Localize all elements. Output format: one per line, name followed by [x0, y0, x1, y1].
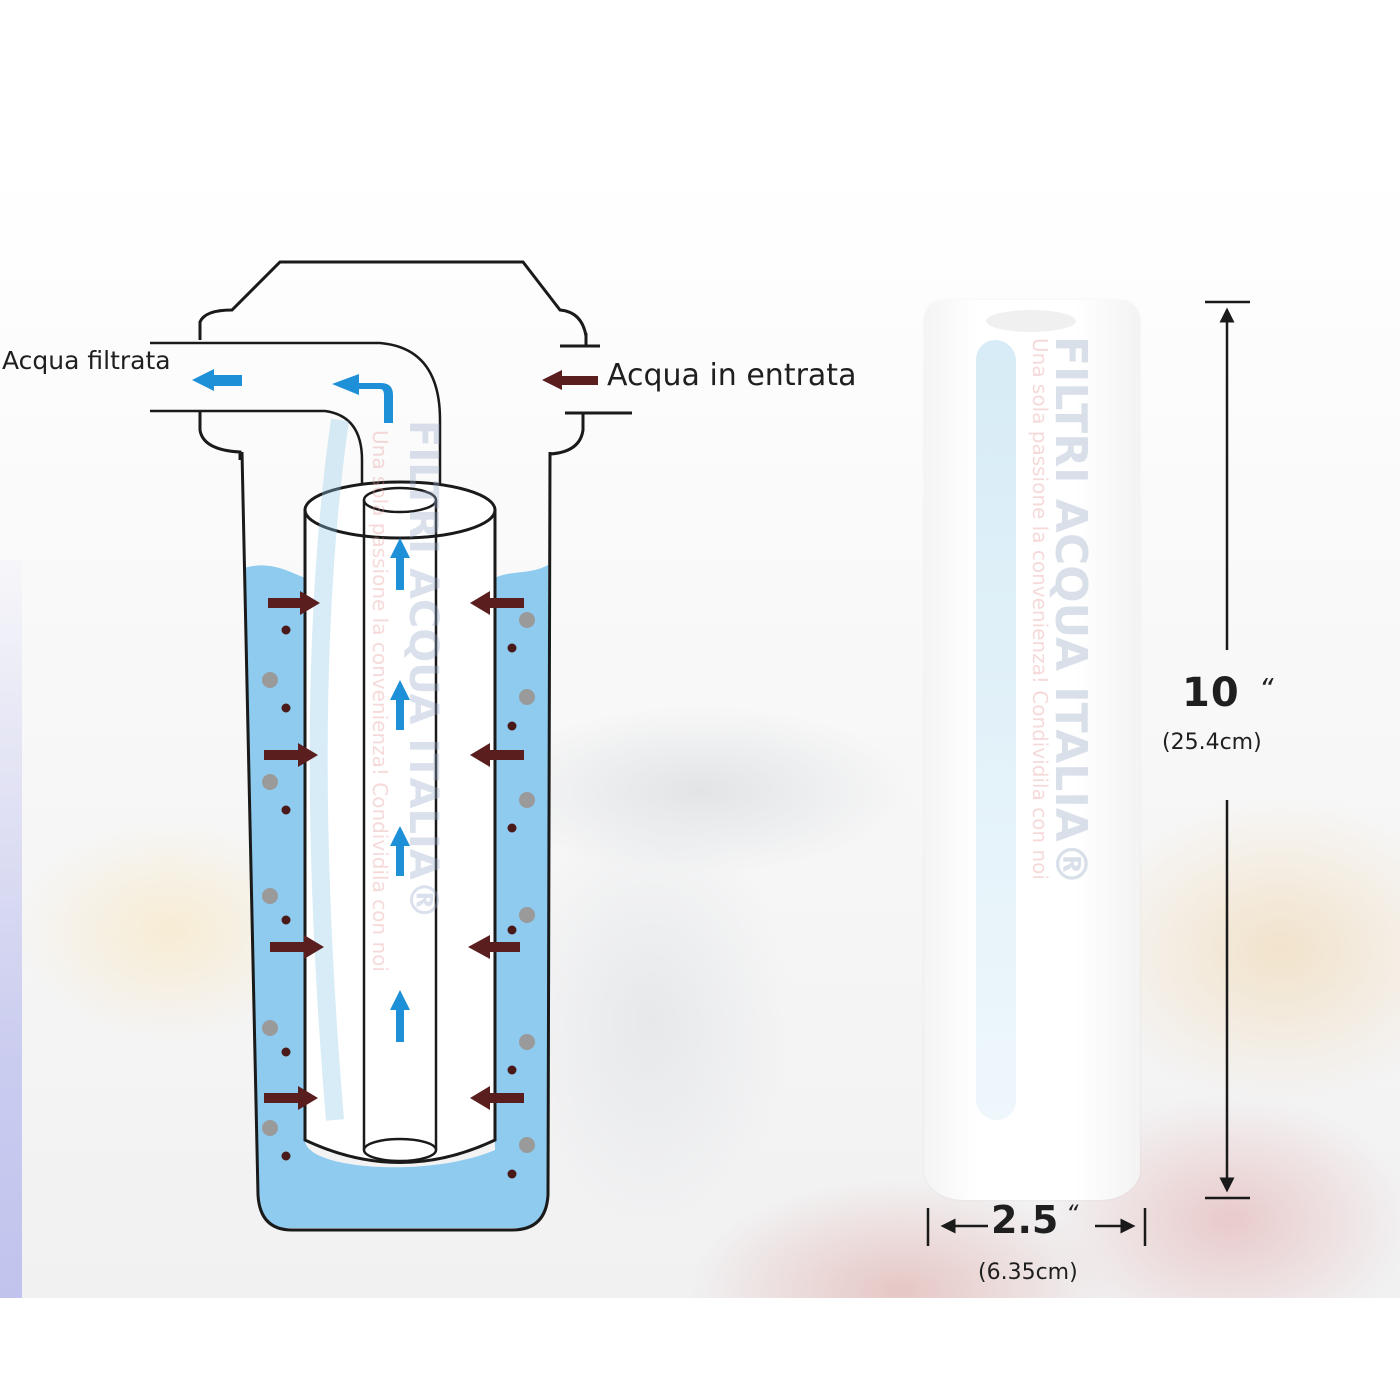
arrow-up-blue-icon [390, 538, 410, 1042]
width-value: 2.5 [991, 1198, 1059, 1242]
width-metric: (6.35cm) [978, 1260, 1078, 1285]
arrow-left-brown-icon [468, 591, 524, 1110]
background-photo [0, 170, 1400, 1298]
height-value: 10 [1182, 670, 1240, 716]
arrow-right-brown-icon [264, 591, 324, 1110]
outlet-label: Acqua filtrata [2, 346, 171, 375]
width-dimension-line [926, 1208, 1147, 1246]
arrow-left-blue-icon [192, 369, 242, 391]
watermark-slogan-cartridge: Una sola passione la convenienza! Condiv… [1028, 338, 1052, 880]
cartridge-core-hole [986, 310, 1076, 332]
arrow-left-brown-icon [542, 370, 598, 390]
background-left-edge [0, 560, 22, 1298]
cartridge-watermark-swoosh [976, 339, 1016, 1121]
width-unit: “ [1066, 1200, 1079, 1228]
filter-cartridge [924, 300, 1140, 1200]
housing-head-outline [198, 260, 588, 345]
inlet-label: Acqua in entrata [607, 358, 857, 393]
particles-gray [262, 612, 535, 1153]
watermark-brand-cartridge: FILTRI ACQUA ITALIA® [1045, 336, 1096, 886]
bottom-margin [0, 1298, 1400, 1400]
watermark-brand-diagram: FILTRI ACQUA ITALIA® [400, 420, 446, 920]
height-dimension-line [1205, 300, 1250, 1200]
arrow-turn-up-left-blue-icon [332, 374, 393, 423]
housing-bowl-outline [240, 451, 552, 1232]
height-metric: (25.4cm) [1162, 730, 1262, 755]
particles-dark [281, 625, 517, 1179]
height-unit: “ [1259, 672, 1274, 705]
watermark-slogan-diagram: Una sola passione la convenienza! Condiv… [368, 430, 392, 972]
